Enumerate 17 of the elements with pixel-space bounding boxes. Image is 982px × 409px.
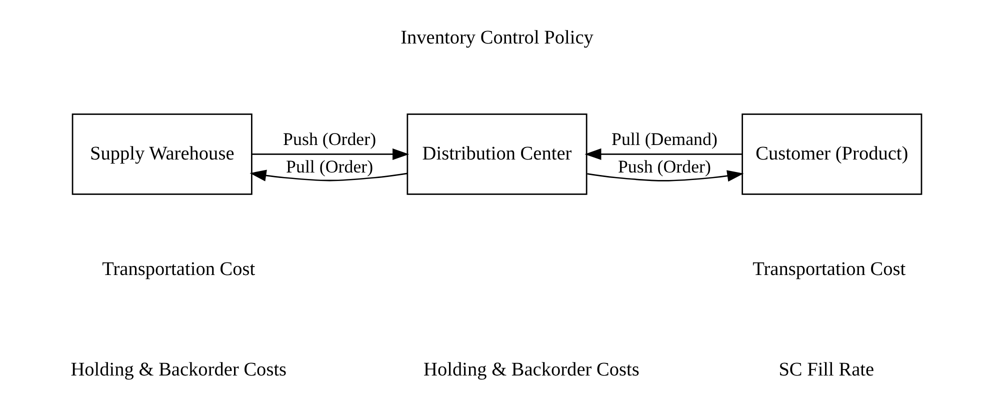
label: Transportation Cost — [752, 259, 906, 280]
edge-label: Push (Order) — [282, 129, 376, 150]
edge-label: Pull (Order) — [286, 156, 373, 177]
edge-label: Pull (Demand) — [610, 129, 717, 150]
arrow — [586, 170, 744, 182]
node-box: Supply Warehouse — [71, 114, 252, 195]
arrow — [251, 148, 409, 160]
label: Holding & Backorder Costs — [70, 360, 286, 381]
label: Transportation Cost — [102, 259, 255, 280]
label: Inventory Control Policy — [400, 28, 593, 49]
label: SC Fill Rate — [778, 360, 874, 381]
arrow — [584, 148, 742, 160]
edge-label: Push (Order) — [617, 156, 710, 177]
arrow — [249, 170, 407, 182]
node-box: Customer (Product) — [741, 114, 922, 195]
node-box: Distribution Center — [406, 114, 587, 195]
label: Holding & Backorder Costs — [423, 360, 639, 381]
